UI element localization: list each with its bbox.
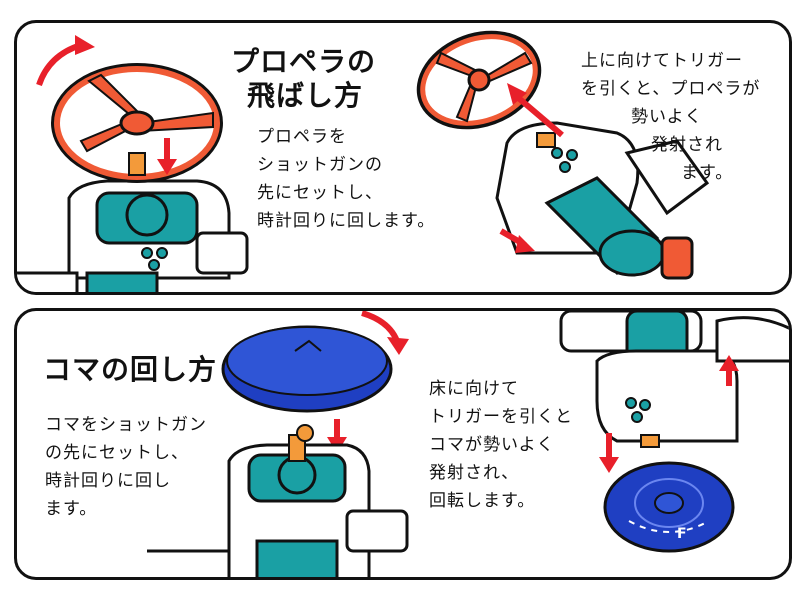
launcher-body-left — [17, 179, 249, 292]
propeller-section-title: プロペラの 飛ばし方 — [231, 45, 377, 112]
launch-down-arrow-icon — [599, 433, 619, 473]
propeller-fire-instructions: 上に向けてトリガー を引くと、プロペラが 勢いよく 発射され ます。 — [581, 51, 761, 183]
launch-up-arrow-icon — [507, 83, 564, 138]
spinning-top-instructions-panel: コマの回し方 コマをショットガン の先にセットし、 時計回りに回し ます。 床に… — [14, 308, 792, 580]
spinning-top-disc-left — [221, 325, 393, 413]
trigger-up-arrow-icon — [719, 355, 739, 386]
launcher-body-left — [147, 424, 409, 577]
propeller-instructions-panel: プロペラの 飛ばし方 プロペラを ショットガンの 先にセットし、 時計回りに回し… — [14, 20, 792, 295]
propeller-right — [416, 30, 542, 130]
rotate-clockwise-arrow-icon — [36, 35, 95, 87]
launcher-body-right — [495, 121, 710, 280]
propeller-left — [51, 63, 223, 183]
trigger-arrow-icon — [499, 228, 535, 253]
spinning-top-illustration — [147, 311, 789, 577]
disc-label: F — [677, 526, 687, 542]
propeller-illustration — [17, 30, 710, 292]
propeller-set-instructions: プロペラを ショットガンの 先にセットし、 時計回りに回します。 — [257, 127, 436, 231]
spinning-top-fire-instructions: 床に向けて トリガーを引くと コマが勢いよく 発射され、 回転します。 — [429, 379, 573, 511]
launcher-body-right — [559, 311, 789, 448]
spinning-top-disc-right — [603, 461, 735, 553]
rotate-clockwise-arrow-icon — [361, 311, 409, 355]
down-arrow-icon — [157, 138, 177, 175]
spinning-top-set-instructions: コマをショットガン の先にセットし、 時計回りに回し ます。 — [45, 415, 207, 519]
spinning-top-section-title: コマの回し方 — [43, 353, 218, 386]
